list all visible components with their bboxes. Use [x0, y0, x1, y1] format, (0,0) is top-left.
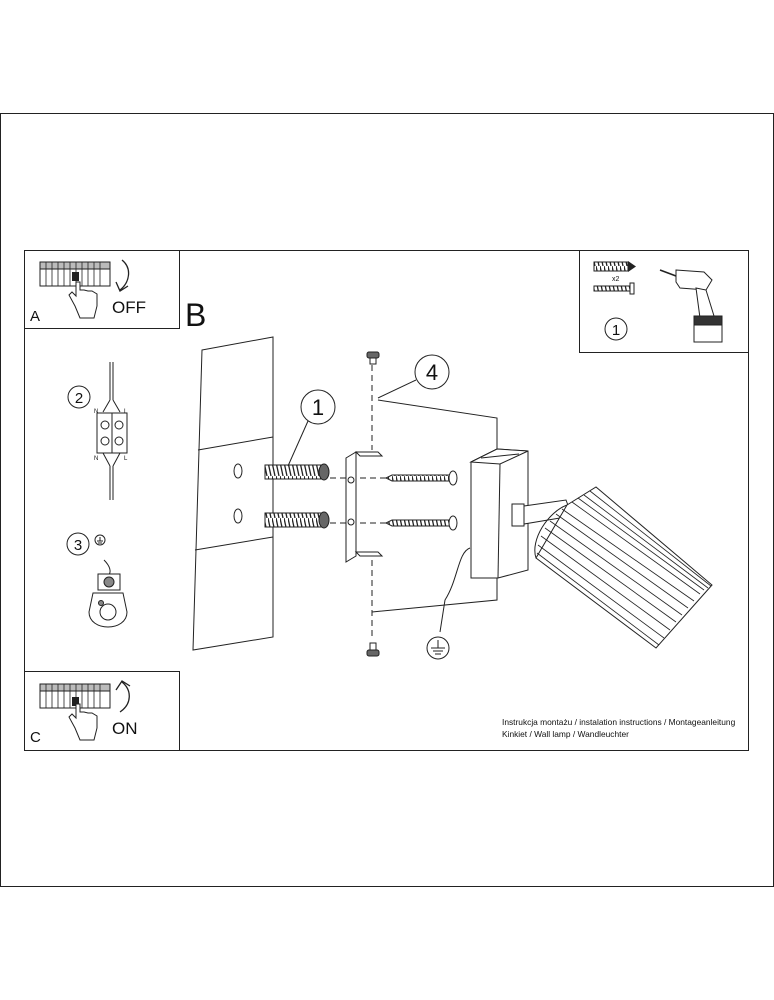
lamp-base [469, 448, 529, 579]
drill-icon [659, 269, 723, 343]
drill-hole [233, 463, 243, 479]
terminal-l-top: L [124, 409, 128, 415]
callout-4-circle [414, 354, 450, 390]
step-2-number: 2 [75, 390, 83, 407]
breaker-box-icon [39, 261, 111, 287]
panel-a-letter: A [30, 308, 40, 325]
mounting-bracket [345, 451, 384, 563]
hand-icon [68, 703, 98, 741]
panel-b-letter: B [185, 297, 206, 333]
callout-1-circle [300, 389, 336, 425]
arrow-up-icon [115, 680, 131, 713]
kit-step-number: 1 [612, 322, 620, 339]
hand-icon [68, 281, 98, 319]
screw-icon [593, 282, 635, 295]
panel-c-letter: C [30, 729, 41, 746]
screw-icon [384, 470, 458, 486]
terminal-l-bottom: L [124, 456, 128, 462]
drill-hole [233, 508, 243, 524]
bracket-screw-bottom [366, 642, 380, 657]
wire-connector-icon [96, 362, 128, 500]
ground-symbol-icon [426, 636, 450, 660]
ground-step: 3 [66, 532, 128, 628]
wiring-step: 2 N L N L [67, 362, 128, 500]
ground-terminal-icon [88, 559, 128, 628]
wall-surface [192, 336, 274, 651]
arrow-down-icon [115, 259, 130, 292]
product-name: Kinkiet / Wall lamp / Wandleuchter [502, 729, 629, 739]
ground-symbol-icon [94, 534, 106, 546]
kit-step-circle [604, 317, 628, 341]
callout-1-leader [287, 420, 309, 467]
step-3-number: 3 [74, 537, 82, 554]
panel-c: C ON [24, 671, 180, 751]
instructions-title: Instrukcja montażu / instalation instruc… [502, 717, 736, 727]
callout-1-number: 1 [312, 395, 324, 420]
off-label: OFF [112, 298, 146, 317]
page-frame [0, 113, 774, 887]
terminal-n-top: N [94, 409, 98, 415]
wall-plug-icon [593, 261, 636, 272]
callout-4-number: 4 [426, 360, 438, 385]
bracket-screw-top [366, 351, 380, 365]
wall-plug-icon [264, 463, 330, 481]
screw-icon [384, 515, 458, 531]
breaker-box-icon [39, 683, 111, 709]
kit-quantity: x2 [612, 276, 620, 283]
panel-a: A OFF [24, 250, 180, 329]
terminal-n-bottom: N [94, 456, 98, 462]
on-label: ON [112, 719, 138, 738]
callout-4-leader [377, 379, 417, 399]
diagram-frame [24, 250, 749, 751]
assembly-view: B 1 [185, 297, 713, 660]
ground-wire [439, 547, 471, 633]
kit-panel: x2 1 [579, 250, 749, 353]
assembly-axis [330, 365, 386, 640]
lamp-shade [534, 486, 713, 649]
wall-plug-icon [264, 511, 330, 529]
